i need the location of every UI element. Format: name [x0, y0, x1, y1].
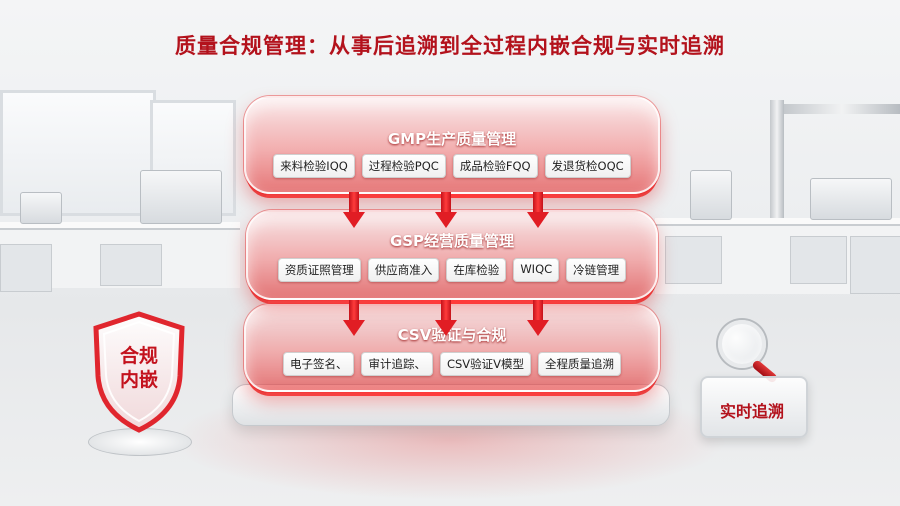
layer-tags: 电子签名、 审计追踪、 CSV验证V模型 全程质量追溯 — [246, 352, 658, 376]
lab-device — [20, 192, 62, 224]
tag-item: WIQC — [513, 258, 560, 282]
tag-item: 过程检验PQC — [361, 154, 446, 178]
layer-title: GMP生产质量管理 — [387, 130, 517, 148]
layer-csv: CSV验证与合规 电子签名、 审计追踪、 CSV验证V模型 全程质量追溯 — [244, 304, 660, 396]
tag-item: CSV验证V模型 — [439, 352, 532, 376]
tag-item: 电子签名、 — [282, 352, 355, 376]
tag-item: 全程质量追溯 — [538, 352, 622, 376]
lab-cabinet — [665, 236, 722, 284]
tag-item: 来料检验IQQ — [273, 154, 355, 178]
shield-line: 内嵌 — [119, 369, 158, 391]
compliance-shield: 合规 内嵌 — [84, 310, 194, 460]
arrow-down-icon — [435, 192, 457, 230]
arrow-down-icon — [527, 300, 549, 338]
lab-pipe — [784, 104, 900, 114]
lab-device — [140, 170, 222, 224]
arrow-down-icon — [343, 192, 365, 230]
tag-item: 审计追踪、 — [361, 352, 433, 376]
lab-cabinet — [100, 244, 162, 286]
layer-tags: 来料检验IQQ 过程检验PQC 成品检验FQQ 发退货检OQC — [246, 154, 658, 178]
sign-label: 实时追溯 — [719, 402, 784, 421]
arrow-down-icon — [527, 192, 549, 230]
arrow-down-icon — [343, 300, 365, 338]
tag-item: 在库检验 — [446, 258, 507, 282]
layer-title: GSP经营质量管理 — [389, 232, 515, 250]
shield-line: 合规 — [119, 345, 158, 367]
tag-item: 资质证照管理 — [277, 258, 361, 282]
layer-gmp: GMP生产质量管理 来料检验IQQ 过程检验PQC 成品检验FQQ 发退货检OQ… — [244, 96, 660, 198]
lab-pipe — [770, 100, 784, 218]
shield-label: 合规 内嵌 — [84, 344, 194, 392]
sign-board — [700, 376, 808, 438]
tag-item: 发退货检OQC — [544, 154, 631, 178]
arrow-down-icon — [435, 300, 457, 338]
trace-sign: 实时追溯 — [700, 318, 810, 440]
tag-item: 冷链管理 — [566, 258, 627, 282]
tag-item: 供应商准入 — [367, 258, 440, 282]
shield-icon — [93, 311, 185, 433]
tag-item: 成品检验FQQ — [452, 154, 538, 178]
page-title: 质量合规管理：从事后追溯到全过程内嵌合规与实时追溯 — [175, 34, 725, 58]
layer-tags: 资质证照管理 供应商准入 在库检验 WIQC 冷链管理 — [248, 258, 656, 282]
lab-cabinet — [0, 244, 52, 292]
lab-device — [690, 170, 732, 220]
lab-cabinet — [850, 236, 900, 294]
lab-device — [810, 178, 892, 220]
shield-stand — [88, 428, 192, 456]
lab-cabinet — [790, 236, 847, 284]
